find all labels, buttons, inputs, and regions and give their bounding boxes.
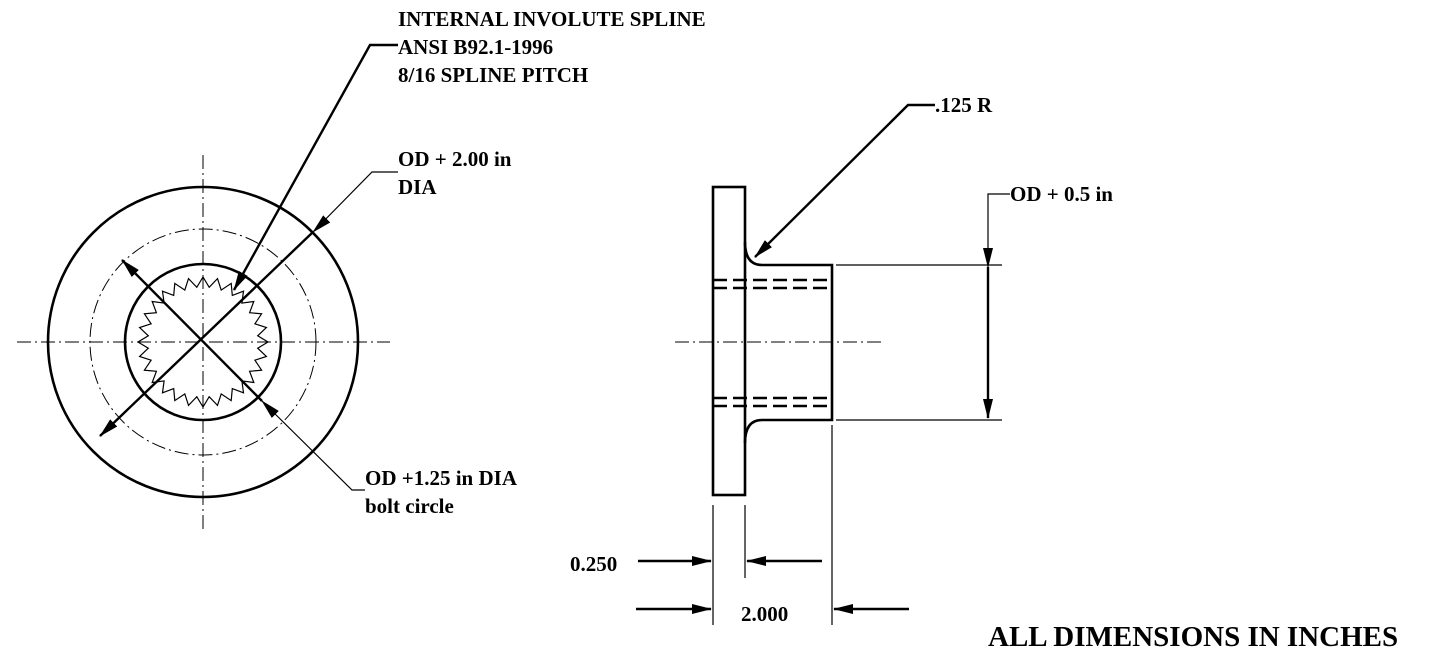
bolt-circle-dimension-line xyxy=(121,259,279,419)
side-view xyxy=(636,103,1010,625)
units-note: ALL DIMENSIONS IN INCHES xyxy=(988,621,1398,653)
od-dia-label-line1: OD + 2.00 in xyxy=(398,147,512,171)
thickness-label: 0.250 xyxy=(570,552,617,576)
bolt-label-line1: OD +1.25 in DIA xyxy=(365,466,518,490)
radius-leader xyxy=(754,103,935,258)
length-label: 2.000 xyxy=(741,602,788,626)
od-dia-label-line2: DIA xyxy=(398,175,437,199)
radius-label: .125 R xyxy=(935,93,993,117)
outer-flange-circle xyxy=(46,185,360,499)
flange-section xyxy=(711,185,747,497)
od-diameter-leader xyxy=(312,171,398,233)
spline-label-line2: ANSI B92.1-1996 xyxy=(398,35,553,59)
spline-label-line1: INTERNAL INVOLUTE SPLINE xyxy=(398,7,706,31)
spline-label-line3: 8/16 SPLINE PITCH xyxy=(398,63,588,87)
bolt-circle-leader xyxy=(261,400,365,491)
od-half-label: OD + 0.5 in xyxy=(1010,182,1113,206)
front-view xyxy=(17,43,398,530)
bolt-label-line2: bolt circle xyxy=(365,494,454,518)
spline-leader xyxy=(232,43,398,291)
hub-outline xyxy=(743,241,834,444)
od-half-leader xyxy=(987,193,1010,267)
